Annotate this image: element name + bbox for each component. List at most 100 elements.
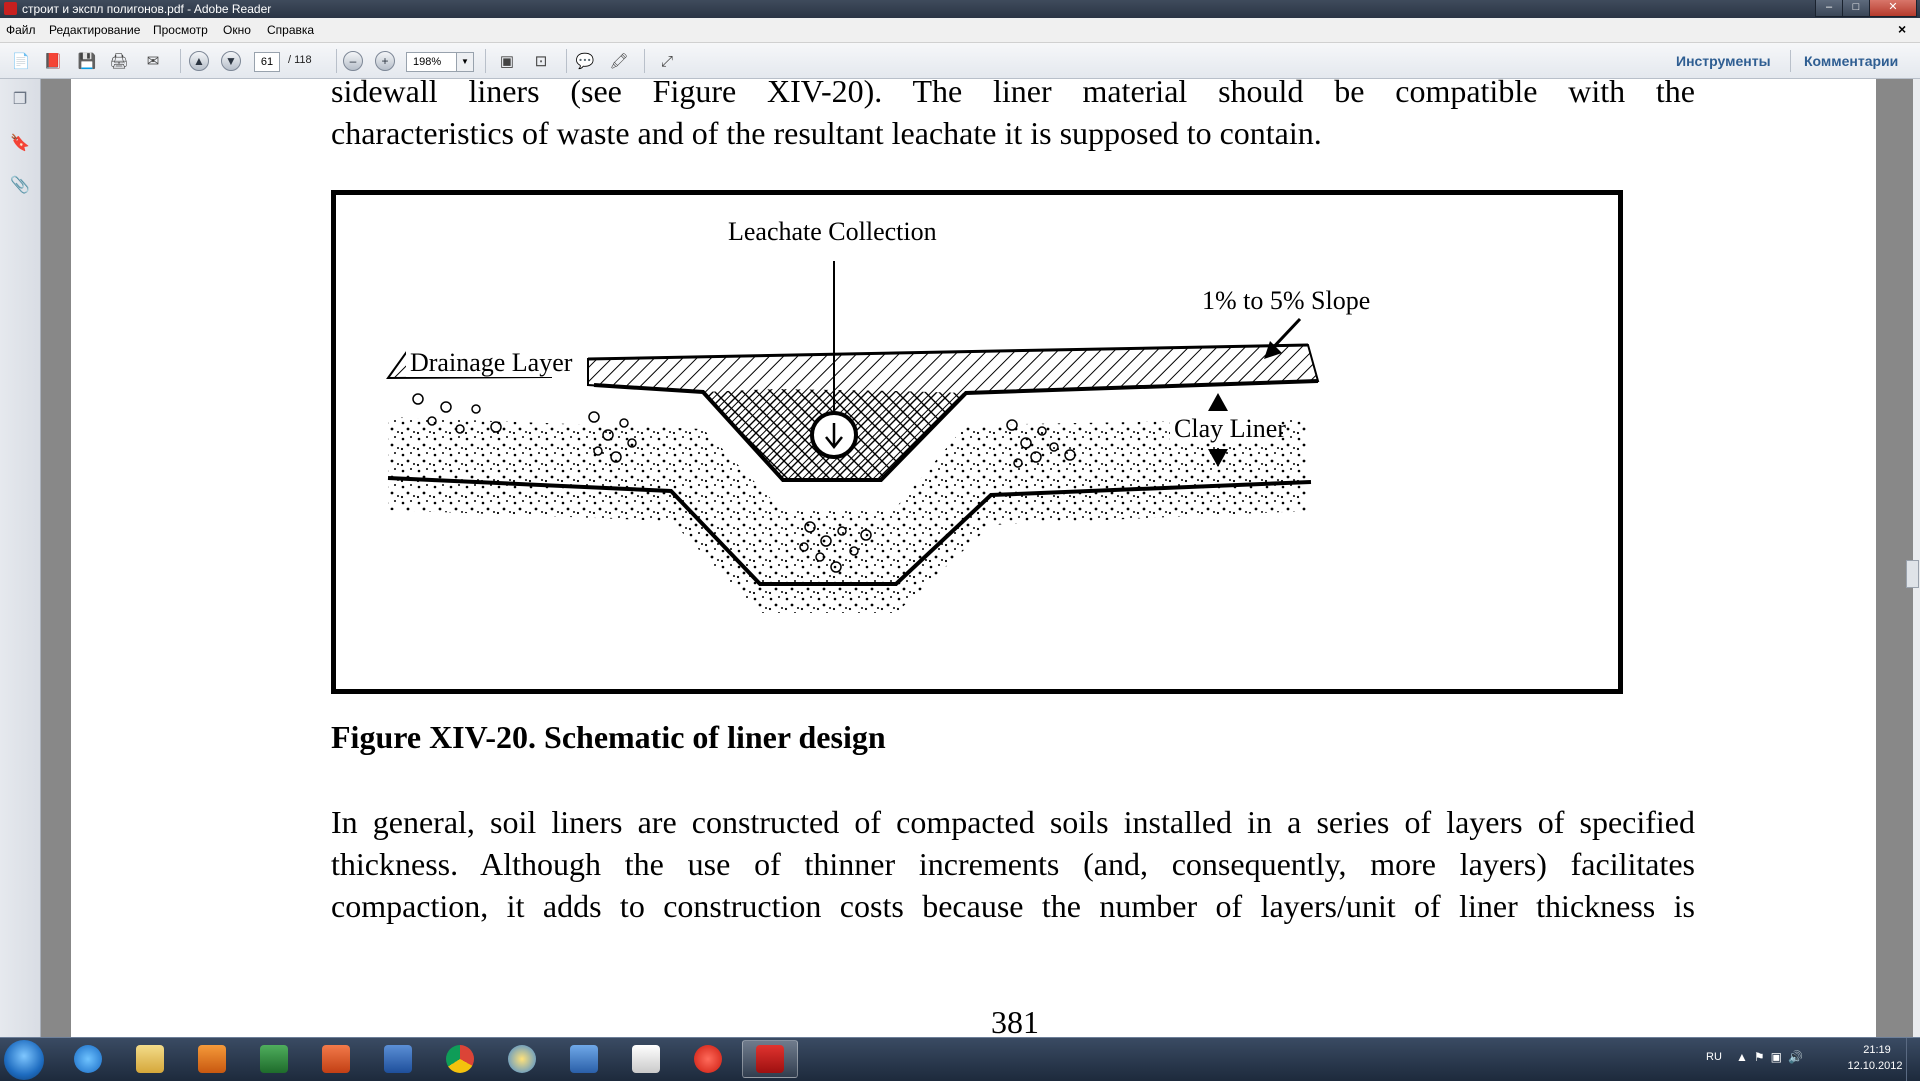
bookmarks-icon[interactable]: 🔖 [10, 135, 30, 152]
taskbar-excel[interactable] [246, 1040, 302, 1078]
taskbar-outlook[interactable] [556, 1040, 612, 1078]
chevron-down-icon[interactable]: ▼ [456, 53, 473, 71]
clay-top-line [593, 379, 1319, 482]
arrow-down-icon [825, 423, 843, 450]
start-button[interactable] [4, 1040, 44, 1080]
internet-explorer-icon [508, 1045, 536, 1073]
document-viewport[interactable]: sidewall liners (see Figure XIV-20). The… [41, 79, 1913, 1037]
excel-icon [260, 1045, 288, 1073]
page-number-input[interactable]: 61 [254, 52, 280, 72]
toolbar-separator [485, 49, 486, 73]
label-drainage-layer: Drainage Layer [410, 348, 573, 377]
menu-window[interactable]: Окно [223, 23, 251, 37]
toolbar-separator [644, 49, 645, 73]
system-tray-icons[interactable]: ▲⚑▣🔊 [1736, 1050, 1809, 1064]
clay-bottom-line [387, 476, 1312, 586]
clay-arrow-down [1208, 449, 1228, 467]
taskbar-internet-explorer[interactable] [60, 1040, 116, 1078]
toolbar-separator [180, 49, 181, 73]
read-mode-icon[interactable]: ⤢ [660, 52, 673, 70]
arrow-up-icon: ▲ [189, 51, 209, 71]
paragraph-line: thickness. Although the use of thinner i… [331, 846, 1695, 882]
chrome-icon [446, 1045, 474, 1073]
zoom-out-button[interactable]: – [342, 50, 364, 72]
paragraph-line: sidewall liners (see Figure XIV-20). The… [331, 79, 1695, 109]
figure-caption: Figure XIV-20. Schematic of liner design [331, 719, 886, 755]
clock-time[interactable]: 21:19 [1863, 1044, 1891, 1056]
create-pdf-icon[interactable]: 📄 [11, 53, 31, 70]
powerpoint-icon [322, 1045, 350, 1073]
taskbar-file-explorer[interactable] [122, 1040, 178, 1078]
media-player-icon [198, 1045, 226, 1073]
scrollbar-thumb[interactable] [1906, 560, 1919, 588]
label-leachate-collection: Leachate Collection [728, 217, 937, 246]
taskbar-internet-explorer-2[interactable] [494, 1040, 550, 1078]
page-number: 381 [991, 1004, 1039, 1037]
folder-icon [136, 1045, 164, 1073]
taskbar-yandex-browser[interactable] [680, 1040, 736, 1078]
slope-arrowhead [1264, 341, 1282, 359]
adobe-reader-app-icon [4, 2, 17, 15]
menu-edit[interactable]: Редактирование [49, 23, 141, 37]
export-pdf-icon[interactable]: 📕 [43, 53, 63, 70]
plus-icon: + [375, 51, 395, 71]
close-document-icon[interactable]: × [1898, 21, 1907, 37]
label-slope: 1% to 5% Slope [1202, 286, 1370, 315]
comment-icon[interactable]: 💬 [575, 53, 595, 70]
highlight-icon[interactable]: 🖍 [609, 53, 629, 70]
pebbles [412, 393, 1076, 573]
show-desktop-button[interactable] [1906, 1038, 1920, 1081]
language-indicator[interactable]: RU [1706, 1051, 1722, 1063]
taskbar-media-player[interactable] [184, 1040, 240, 1078]
email-icon[interactable]: ✉ [146, 53, 160, 70]
print-icon[interactable]: 🖨 [109, 53, 129, 70]
title-bar: строит и экспл полигонов.pdf - Adobe Rea… [0, 0, 1920, 18]
zoom-value: 198% [413, 56, 442, 68]
yandex-browser-icon [694, 1045, 722, 1073]
paragraph-line: In general, soil liners are constructed … [331, 804, 1695, 840]
fit-width-icon[interactable]: ⊡ [534, 53, 548, 70]
menu-view[interactable]: Просмотр [153, 23, 208, 37]
toolbar-separator [566, 49, 567, 73]
taskbar-powerpoint[interactable] [308, 1040, 364, 1078]
toolbar: 📄 📕 💾 🖨 ✉ ▲ ▼ 61 / 118 – + 198% ▼ ▣ ⊡ 💬 … [0, 43, 1920, 79]
taskbar-adobe-reader[interactable] [742, 1040, 798, 1078]
taskbar-chrome[interactable] [432, 1040, 488, 1078]
page-total: / 118 [288, 54, 312, 66]
taskbar-word[interactable] [370, 1040, 426, 1078]
outlook-icon [570, 1045, 598, 1073]
zoom-in-button[interactable]: + [374, 50, 396, 72]
arrow-down-icon: ▼ [221, 51, 241, 71]
save-icon[interactable]: 💾 [77, 53, 97, 70]
menu-bar: Файл Редактирование Просмотр Окно Справк… [0, 18, 1920, 43]
taskbar-solitaire[interactable] [618, 1040, 674, 1078]
taskbar: RU ▲⚑▣🔊 21:19 12.10.2012 [0, 1037, 1920, 1081]
clay-arrow-up [1208, 393, 1228, 411]
menu-file[interactable]: Файл [6, 23, 36, 37]
navigation-pane: ❐ 🔖 📎 [0, 79, 41, 1037]
previous-page-button[interactable]: ▲ [188, 50, 210, 72]
maximize-button[interactable]: □ [1842, 0, 1870, 17]
zoom-select[interactable]: 198% ▼ [406, 52, 474, 72]
minimize-button[interactable]: – [1815, 0, 1843, 17]
comments-pane-button[interactable]: Комментарии [1804, 53, 1899, 69]
clock-date[interactable]: 12.10.2012 [1847, 1060, 1903, 1072]
internet-explorer-icon [74, 1045, 102, 1073]
tools-pane-button[interactable]: Инструменты [1676, 53, 1771, 69]
ground-line [587, 343, 1309, 361]
fit-page-icon[interactable]: ▣ [499, 53, 515, 70]
vertical-scrollbar[interactable] [1913, 79, 1920, 1037]
attachments-icon[interactable]: 📎 [10, 177, 30, 194]
window-title: строит и экспл полигонов.pdf - Adobe Rea… [22, 2, 272, 16]
toolbar-separator [336, 49, 337, 73]
pdf-page: sidewall liners (see Figure XIV-20). The… [71, 79, 1876, 1037]
page-thumbnails-icon[interactable]: ❐ [12, 91, 28, 108]
clay-liner-region [388, 417, 1306, 613]
adobe-reader-icon [756, 1045, 784, 1073]
word-icon [384, 1045, 412, 1073]
label-clay-liner: Clay Liner [1174, 414, 1286, 443]
liner-design-schematic: Leachate Collection 1% to 5% Slope Drain… [386, 217, 1370, 613]
next-page-button[interactable]: ▼ [220, 50, 242, 72]
menu-help[interactable]: Справка [267, 23, 315, 37]
close-window-button[interactable]: ✕ [1869, 0, 1917, 17]
